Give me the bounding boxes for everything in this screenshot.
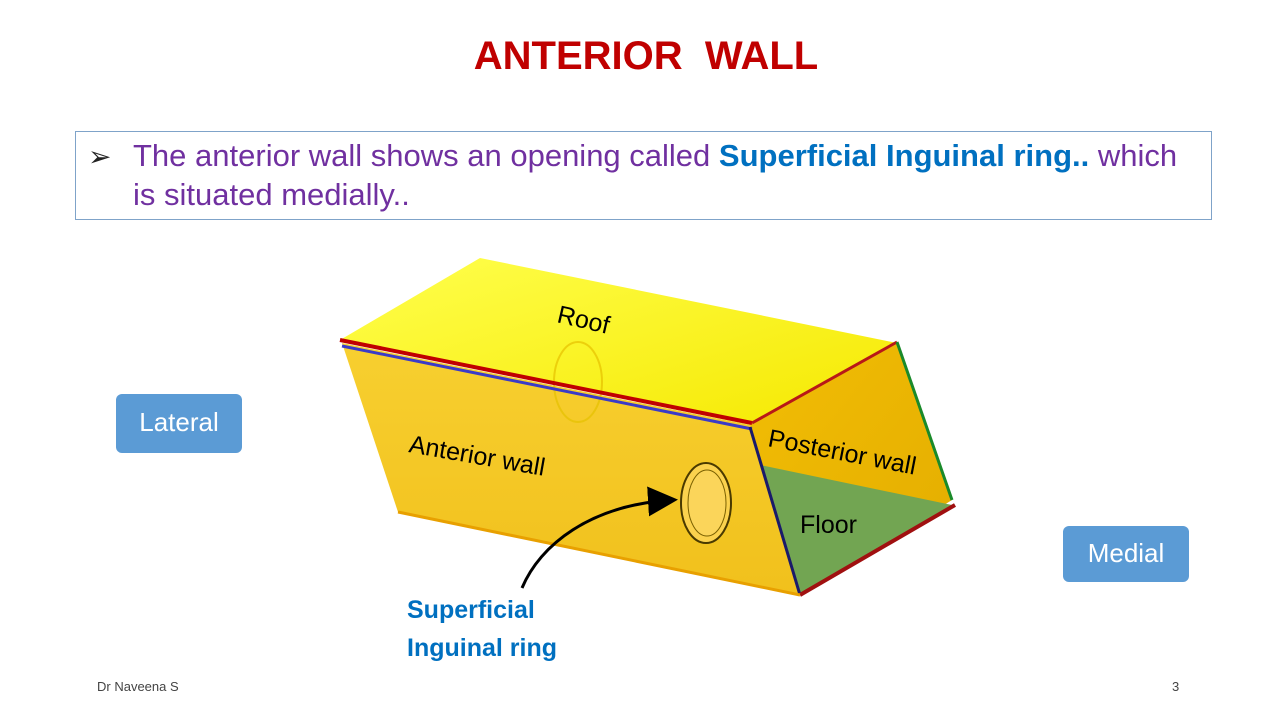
slide-title: ANTERIOR WALL <box>473 34 819 78</box>
floor-edge-red <box>798 503 957 597</box>
roof-anterior-edge-red <box>339 338 753 425</box>
floor-label: Floor <box>800 511 857 539</box>
roof-anterior-edge-blue <box>341 344 753 431</box>
posterior-top-edge <box>895 341 954 501</box>
bullet-text: The anterior wall shows an opening calle… <box>133 136 1203 214</box>
superficial-ring-inner <box>687 469 727 537</box>
roof-posterior-edge <box>751 340 898 425</box>
footer-author: Dr Naveena S <box>97 679 179 694</box>
ring-label-line2: Inguinal ring <box>407 634 557 662</box>
bullet-box: ➢ The anterior wall shows an opening cal… <box>75 131 1212 220</box>
anterior-bottom-edge <box>397 510 801 597</box>
lateral-tag: Lateral <box>116 394 242 453</box>
bullet-arrow-icon: ➢ <box>88 141 112 172</box>
bullet-text-before: The anterior wall shows an opening calle… <box>133 138 719 173</box>
ring-label-line1: Superficial <box>407 596 535 624</box>
medial-tag: Medial <box>1063 526 1189 582</box>
anterior-medial-edge <box>748 426 802 596</box>
bullet-text-after: which is situated medially.. <box>133 138 1178 212</box>
floor-face <box>760 465 952 595</box>
bullet-highlight: Superficial Inguinal ring.. <box>718 138 1090 173</box>
ring-pointer-arrow <box>520 486 678 589</box>
footer-page-number: 3 <box>1172 679 1180 694</box>
anterior-wall-face <box>342 343 800 595</box>
roof-face <box>340 258 897 425</box>
